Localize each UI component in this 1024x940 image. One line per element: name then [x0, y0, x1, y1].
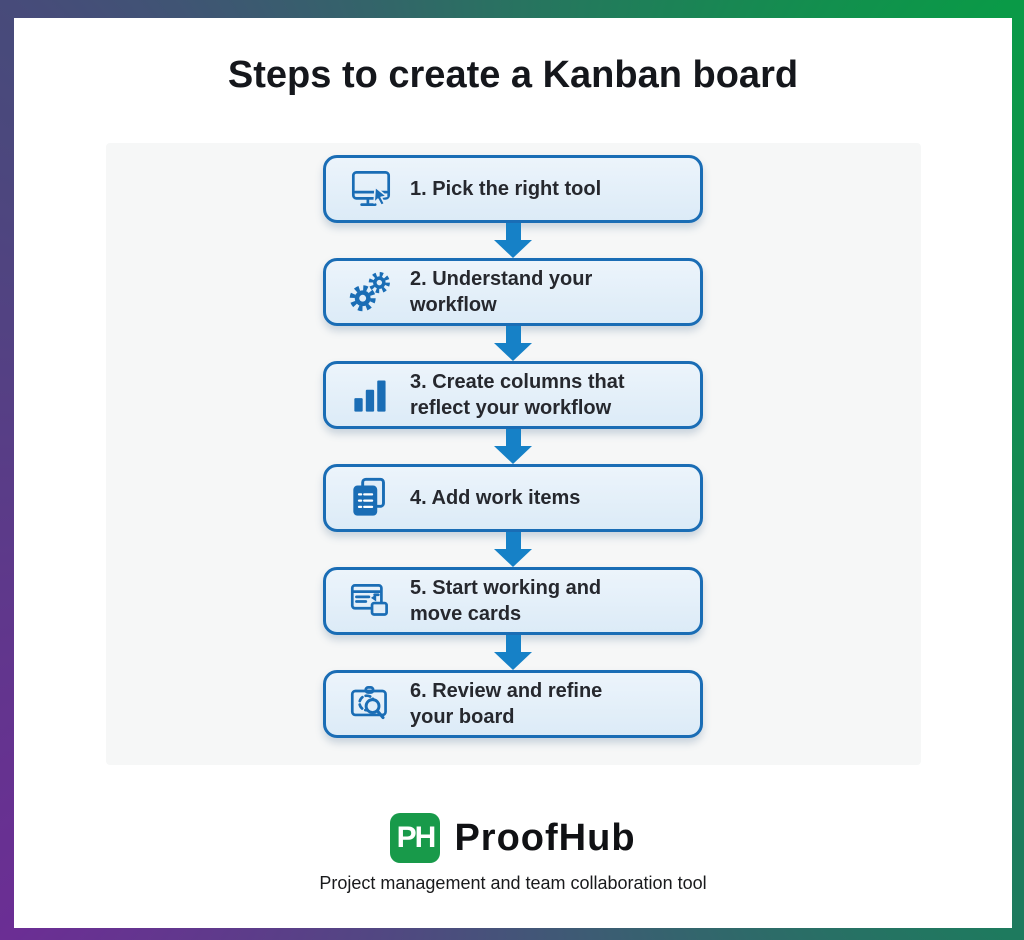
brand-name: ProofHub: [454, 816, 636, 859]
step-box-1: 1. Pick the right tool: [323, 155, 703, 223]
down-arrow: [494, 635, 532, 670]
step-box-2: 2. Understand your workflow: [323, 258, 703, 326]
review-magnifier-icon: [338, 678, 404, 730]
down-arrow: [494, 429, 532, 464]
step-box-6: 6. Review and refine your board: [323, 670, 703, 738]
board-move-icon: [338, 575, 404, 627]
page-title: Steps to create a Kanban board: [227, 54, 799, 96]
brand-tagline: Project management and team collaboratio…: [319, 873, 707, 893]
step-label: 3. Create columns that reflect your work…: [410, 371, 625, 419]
bar-chart-icon: [338, 369, 404, 421]
step-label: 1. Pick the right tool: [410, 178, 602, 200]
work-items-icon: [338, 472, 404, 524]
step-box-4: 4. Add work items: [323, 464, 703, 532]
down-arrow: [494, 532, 532, 567]
proofhub-logo-icon: PH: [390, 813, 441, 863]
step-label: 2. Understand your workflow: [410, 268, 593, 316]
brand-logo: PH ProofHub: [14, 813, 1012, 863]
down-arrow: [494, 326, 532, 361]
step-label: 5. Start working and move cards: [410, 577, 602, 625]
step-box-3: 3. Create columns that reflect your work…: [323, 361, 703, 429]
board-move-icon-step: 5. Start working and move cards: [323, 567, 703, 635]
step-flow: 1. Pick the right tool 2. Understand you…: [323, 155, 703, 738]
footer: PH ProofHub Project management and team …: [14, 813, 1012, 894]
step-label: 4. Add work items: [410, 487, 581, 509]
step-label: 6. Review and refine your board: [410, 680, 603, 728]
gears-icon: [338, 266, 404, 318]
canvas: Steps to create a Kanban board 1. Pick t…: [14, 18, 1012, 928]
monitor-cursor-icon: [338, 163, 404, 215]
down-arrow: [494, 223, 532, 258]
